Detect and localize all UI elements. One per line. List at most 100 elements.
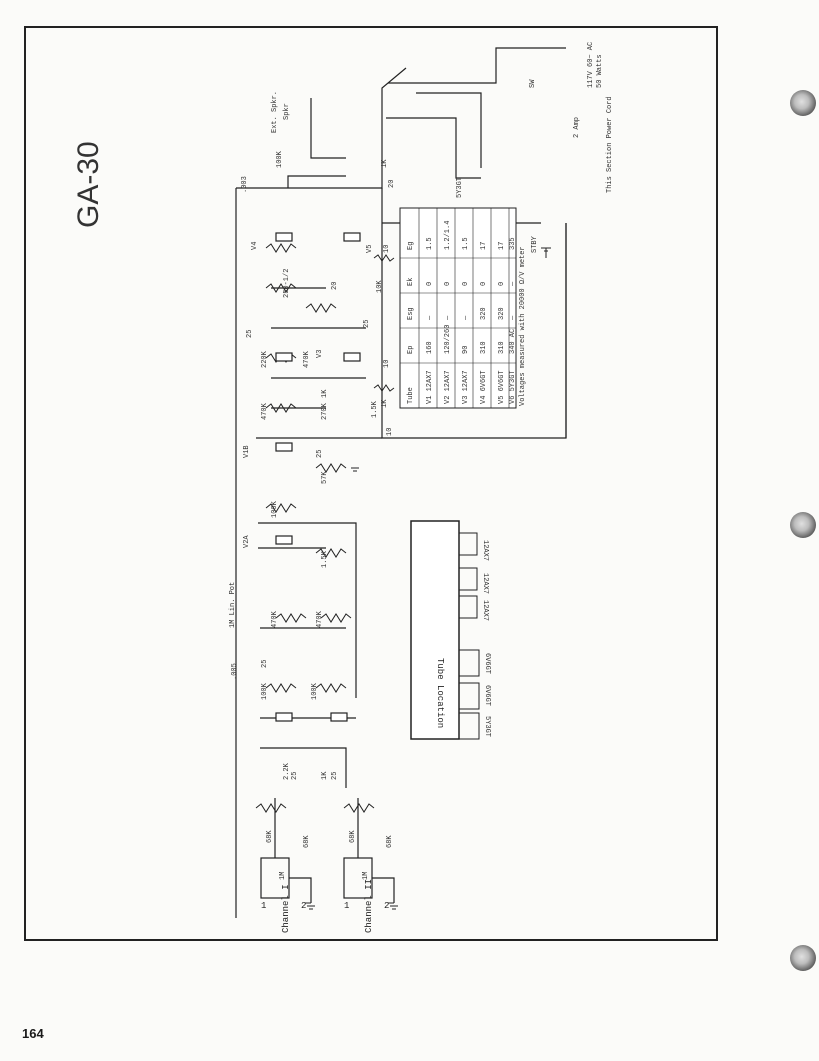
svg-text:0: 0 <box>498 282 506 286</box>
tube-location-title: Tube Location <box>435 658 445 728</box>
tube-loc-label-1: 12AX7 <box>481 540 489 561</box>
tube-symbols <box>275 232 361 722</box>
svg-text:17: 17 <box>498 242 506 250</box>
svg-text:1K: 1K <box>381 399 389 408</box>
svg-text:1.5: 1.5 <box>462 237 470 250</box>
power-labels: 117V 60~ AC 50 Watts 2 Amp SW STBY This … <box>271 42 614 253</box>
svg-text:17: 17 <box>480 242 488 250</box>
svg-text:V2A: V2A <box>243 535 251 548</box>
svg-text:5Y3GT: 5Y3GT <box>456 177 464 198</box>
svg-text:0: 0 <box>462 282 470 286</box>
svg-text:V4 6V6GT: V4 6V6GT <box>480 370 488 404</box>
svg-text:68K: 68K <box>266 830 274 843</box>
svg-text:10: 10 <box>386 428 394 436</box>
svg-text:10: 10 <box>383 360 391 368</box>
input-1b-label: 2 <box>301 901 306 911</box>
svg-text:Eg: Eg <box>407 242 415 250</box>
svg-text:2.2K: 2.2K <box>283 762 291 780</box>
svg-text:320: 320 <box>498 307 506 320</box>
svg-text:This Section Power Cord: This Section Power Cord <box>606 96 614 193</box>
svg-text:1.5K: 1.5K <box>371 400 379 418</box>
tube-location-box <box>410 520 460 740</box>
svg-text:SW: SW <box>529 79 537 88</box>
svg-text:470K: 470K <box>303 350 311 368</box>
svg-text:0: 0 <box>480 282 488 286</box>
page-number: 164 <box>22 1026 44 1041</box>
svg-text:1.5: 1.5 <box>426 237 434 250</box>
model-title: GA-30 <box>72 141 105 228</box>
svg-text:STBY: STBY <box>531 235 539 253</box>
svg-text:1K: 1K <box>381 159 389 168</box>
resistors <box>255 243 395 813</box>
tube-loc-label-4: 6V6GT <box>483 653 491 674</box>
schematic-drawing: GA-30 <box>72 42 614 933</box>
svg-text:57K: 57K <box>321 471 329 484</box>
svg-text:470K: 470K <box>271 610 279 628</box>
svg-text:100K: 100K <box>261 682 269 700</box>
svg-text:120/260: 120/260 <box>444 325 452 354</box>
svg-text:100K: 100K <box>311 682 319 700</box>
svg-text:V1 12AX7: V1 12AX7 <box>426 370 434 404</box>
svg-text:V3: V3 <box>316 350 324 358</box>
voltage-table-note: Voltages measured with 20000 Ω/V meter <box>519 246 527 406</box>
svg-text:335: 335 <box>509 237 517 250</box>
channel-1-label: Channel I <box>281 884 291 933</box>
svg-text:V5 6V6GT: V5 6V6GT <box>498 370 506 404</box>
binder-hole-top <box>790 90 816 116</box>
svg-text:Tube: Tube <box>407 387 415 404</box>
svg-text:Ek: Ek <box>407 278 415 286</box>
svg-text:25: 25 <box>316 450 324 458</box>
binder-hole-bottom <box>790 945 816 971</box>
svg-text:V4: V4 <box>251 242 259 250</box>
svg-text:90: 90 <box>462 346 470 354</box>
svg-text:10K: 10K <box>376 280 384 293</box>
svg-text:V3 12AX7: V3 12AX7 <box>462 370 470 404</box>
tube-loc-label-5: 6V6GT <box>483 685 491 706</box>
svg-text:20: 20 <box>388 180 396 188</box>
svg-text:310: 310 <box>498 341 506 354</box>
svg-text:10: 10 <box>383 245 391 253</box>
svg-text:—: — <box>509 281 517 287</box>
svg-text:—: — <box>426 315 434 321</box>
svg-text:.003: .003 <box>241 176 249 193</box>
svg-text:470K: 470K <box>261 402 269 420</box>
tube-loc-label-2: 12AX7 <box>481 573 489 594</box>
svg-text:270K: 270K <box>321 402 329 420</box>
svg-text:320: 320 <box>480 307 488 320</box>
svg-text:68K: 68K <box>386 835 394 848</box>
svg-text:250-1/2: 250-1/2 <box>283 269 291 298</box>
component-labels: 68K 68K 1M 68K 68K 1M 2.2K 25 1K 25 100K… <box>229 150 394 880</box>
channel-2-label: Channel II <box>364 879 374 933</box>
svg-text:1.2/1.4: 1.2/1.4 <box>444 221 452 250</box>
svg-text:Spkr: Spkr <box>283 103 291 120</box>
svg-text:470K: 470K <box>316 610 324 628</box>
svg-text:20: 20 <box>331 282 339 290</box>
input-2b-label: 2 <box>384 901 389 911</box>
svg-text:1K: 1K <box>321 771 329 780</box>
svg-text:—: — <box>509 315 517 321</box>
svg-text:310: 310 <box>480 341 488 354</box>
svg-text:50 Watts: 50 Watts <box>596 54 604 88</box>
svg-text:V1B: V1B <box>243 445 251 458</box>
svg-text:68K: 68K <box>349 830 357 843</box>
svg-text:0: 0 <box>426 282 434 286</box>
svg-text:117V 60~ AC: 117V 60~ AC <box>587 42 595 88</box>
svg-text:220K: 220K <box>261 350 269 368</box>
svg-text:25: 25 <box>291 772 299 780</box>
svg-text:340 AC: 340 AC <box>509 329 517 354</box>
svg-text:V5: V5 <box>366 245 374 253</box>
ground-symbols <box>305 247 551 910</box>
svg-text:25: 25 <box>261 660 269 668</box>
svg-text:1.5K: 1.5K <box>321 550 329 568</box>
svg-text:1M: 1M <box>362 872 370 880</box>
tube-loc-label-6: 5Y3GT <box>483 716 491 737</box>
svg-text:100K: 100K <box>276 150 284 168</box>
svg-text:1K: 1K <box>321 389 329 398</box>
svg-text:V6 5Y3GT: V6 5Y3GT <box>509 370 517 404</box>
svg-text:—: — <box>462 315 470 321</box>
wiring <box>235 47 567 918</box>
svg-text:25: 25 <box>331 772 339 780</box>
input-1a-label: 1 <box>261 901 266 911</box>
schematic-sheet: GA-30 <box>24 26 718 941</box>
svg-text:Ext. Spkr.: Ext. Spkr. <box>271 91 279 133</box>
